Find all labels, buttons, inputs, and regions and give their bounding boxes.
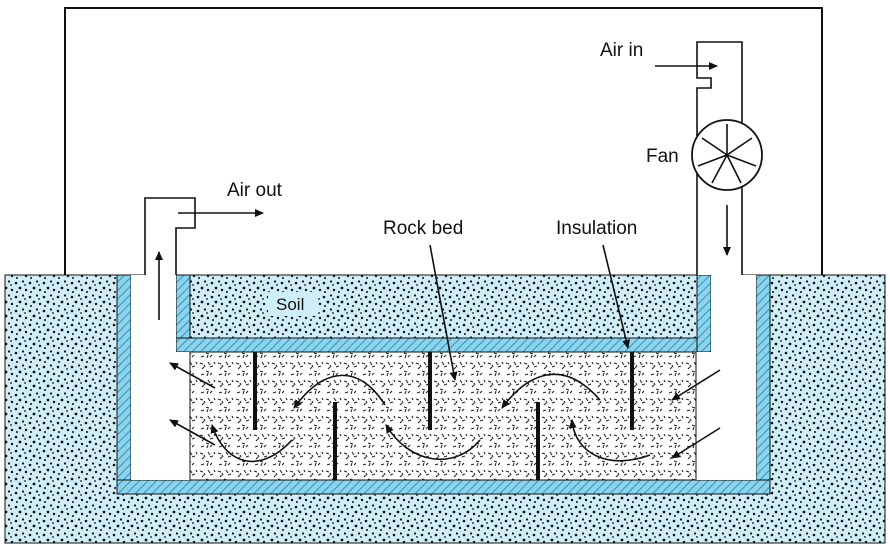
pointer-lines bbox=[429, 244, 631, 381]
insulation-label: Insulation bbox=[556, 218, 637, 239]
fan-icon bbox=[691, 119, 763, 191]
air-out-chimney bbox=[144, 197, 196, 275]
air-in-label: Air in bbox=[600, 40, 643, 61]
air-out-label: Air out bbox=[227, 180, 283, 201]
right-plenum-bottom bbox=[696, 352, 756, 480]
left-plenum-bottom bbox=[131, 352, 191, 480]
soil-label: Soil bbox=[276, 295, 304, 314]
soil-label-bg bbox=[268, 292, 318, 316]
fan-label: Fan bbox=[646, 146, 679, 167]
baffles bbox=[253, 352, 634, 480]
airflow-arrows bbox=[155, 62, 731, 463]
rock-bed-label: Rock bed bbox=[383, 218, 463, 239]
building-outline bbox=[64, 7, 823, 275]
